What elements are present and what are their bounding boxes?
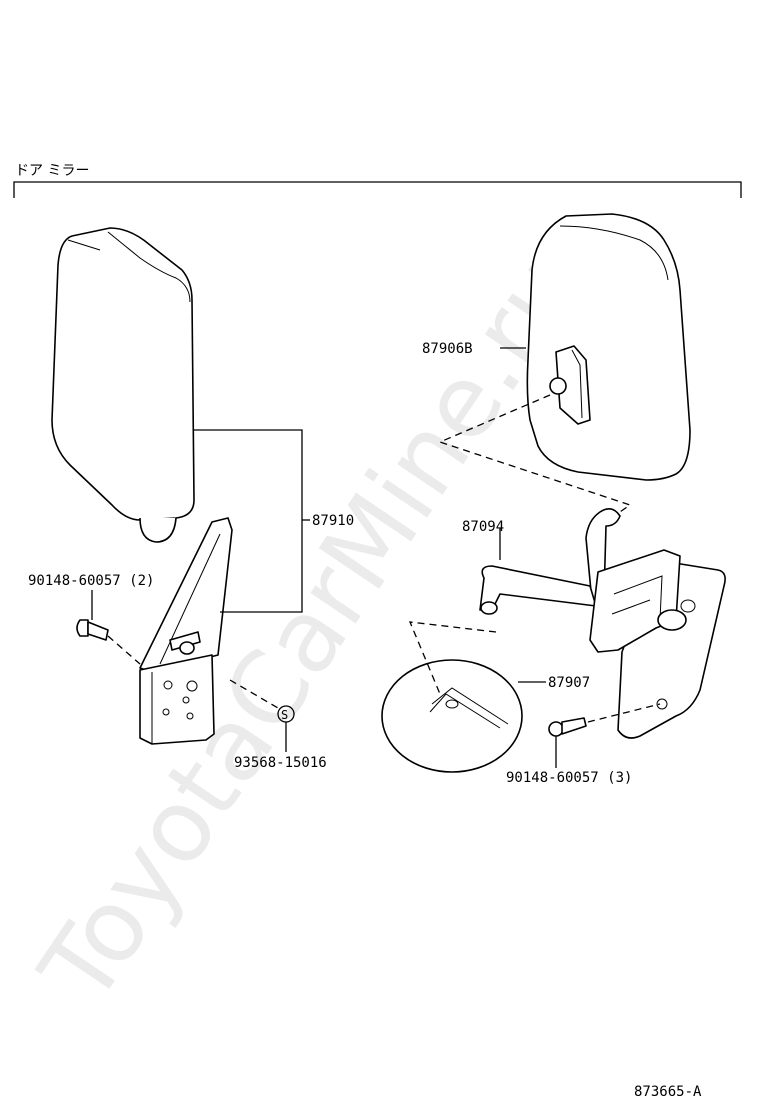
stay-rod-right — [479, 508, 621, 615]
leader-87910 — [194, 429, 303, 613]
part-label-87910: 87910 — [312, 513, 354, 529]
part-label-90148-60057-3: 90148-60057 (3) — [506, 770, 632, 786]
s-symbol: S — [281, 708, 288, 722]
bolt-left-leader — [107, 635, 141, 665]
part-label-87094: 87094 — [462, 519, 504, 535]
mirror-assembly-left — [51, 227, 233, 745]
part-label-93568-15016: 93568-15016 — [234, 755, 327, 771]
mirror-base-right — [589, 549, 726, 739]
bolt-left — [76, 619, 109, 641]
mirror-glass-right — [381, 659, 523, 773]
screw-right — [548, 717, 587, 737]
part-label-87907: 87907 — [548, 675, 590, 691]
diagram-id: 873665-A — [634, 1084, 702, 1100]
section-title: ドア ミラー — [15, 163, 89, 179]
mirror-head-right — [526, 213, 691, 481]
part-label-90148-60057-2: 90148-60057 (2) — [28, 573, 154, 589]
part-label-87906B: 87906B — [422, 341, 473, 357]
section-bracket — [13, 181, 742, 198]
